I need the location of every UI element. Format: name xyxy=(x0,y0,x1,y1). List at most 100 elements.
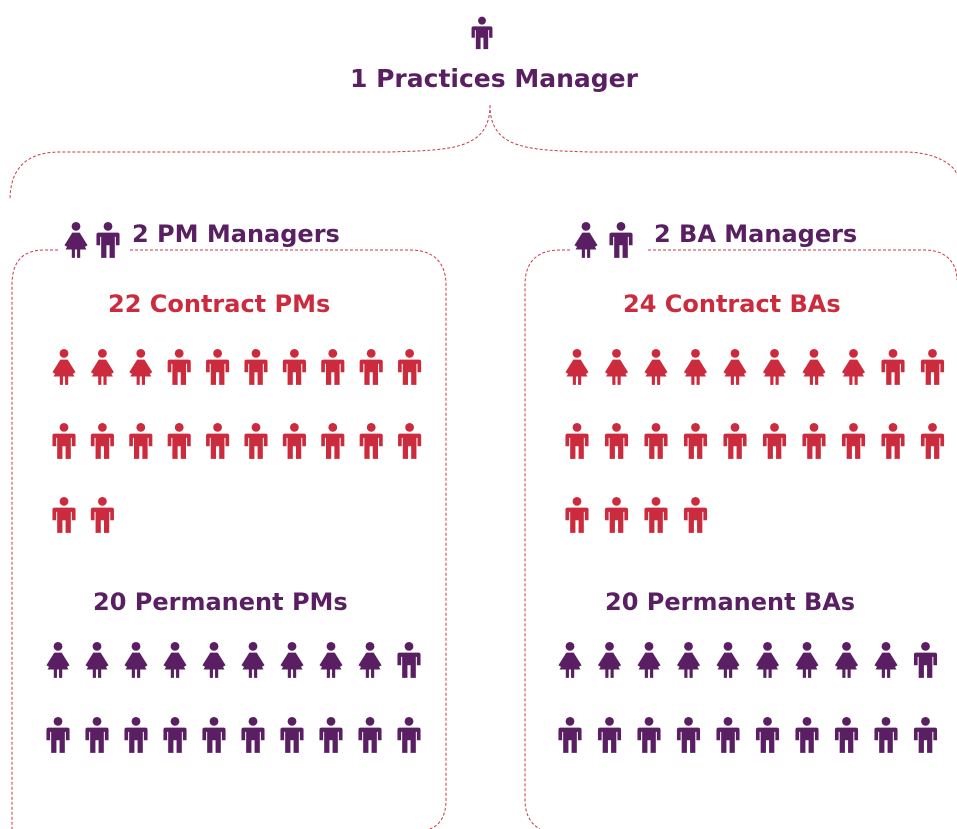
pm-manager-female-person-icon xyxy=(64,221,88,258)
ba-permanent-male-person-icon xyxy=(676,716,701,753)
ba-permanent-female-person-icon xyxy=(558,641,582,678)
ba-contract-female-person-icon xyxy=(565,348,589,385)
ba-permanent-male-person-icon xyxy=(558,716,582,753)
pm-contract-male-person-icon xyxy=(359,348,383,385)
ba-contract-female-person-icon xyxy=(723,348,747,385)
pm-contract-male-person-icon xyxy=(90,422,114,459)
top-manager-label: 1 Practices Manager xyxy=(350,64,638,93)
ba-permanent-label: 20 Permanent BAs xyxy=(605,588,856,616)
ba-permanent-male-person-icon xyxy=(913,641,938,678)
pm-contract-male-person-icon xyxy=(129,422,153,459)
ba-permanent-male-person-icon xyxy=(913,716,938,753)
pm-contract-male-person-icon xyxy=(244,422,268,459)
ba-permanent-female-person-icon xyxy=(795,641,819,678)
pm-contract-male-person-icon xyxy=(359,422,383,459)
ba-permanent-female-person-icon xyxy=(874,641,898,678)
pm-permanent-female-person-icon xyxy=(202,641,226,678)
ba-managers-label: 2 BA Managers xyxy=(654,220,858,248)
pm-contract-male-person-icon xyxy=(167,422,191,459)
ba-permanent-male-person-icon xyxy=(755,716,780,753)
ba-manager-male-person-icon xyxy=(609,221,633,258)
ba-contract-male-person-icon xyxy=(881,348,905,385)
ba-contract-male-person-icon xyxy=(762,422,787,459)
pm-permanent-female-person-icon xyxy=(85,641,109,678)
pm-contract-label: 22 Contract PMs xyxy=(108,290,331,318)
pm-contract-male-person-icon xyxy=(206,422,230,459)
ba-permanent-female-person-icon xyxy=(716,641,740,678)
ba-permanent-male-person-icon xyxy=(874,716,898,753)
ba-contract-male-person-icon xyxy=(723,422,747,459)
pm-permanent-male-person-icon xyxy=(46,716,70,753)
pm-contract-female-person-icon xyxy=(129,348,153,385)
ba-contract-label: 24 Contract BAs xyxy=(623,290,841,318)
ba-permanent-male-person-icon xyxy=(795,716,819,753)
pm-permanent-male-person-icon xyxy=(163,716,187,753)
ba-contract-male-person-icon xyxy=(841,422,866,459)
ba-contract-male-person-icon xyxy=(604,422,629,459)
ba-contract-male-person-icon xyxy=(920,348,945,385)
pm-permanent-male-person-icon xyxy=(280,716,304,753)
pm-contract-male-person-icon xyxy=(244,348,268,385)
pm-permanent-female-person-icon xyxy=(46,641,70,678)
ba-permanent-female-person-icon xyxy=(834,641,859,678)
ba-contract-female-person-icon xyxy=(841,348,866,385)
ba-contract-female-person-icon xyxy=(802,348,826,385)
ba-contract-male-person-icon xyxy=(644,496,668,533)
ba-contract-female-person-icon xyxy=(604,348,629,385)
ba-contract-male-person-icon xyxy=(565,422,589,459)
pm-contract-male-person-icon xyxy=(52,496,76,533)
pm-contract-male-person-icon xyxy=(52,422,76,459)
pm-permanent-male-person-icon xyxy=(397,716,421,753)
pm-contract-male-person-icon xyxy=(282,422,306,459)
ba-contract-male-person-icon xyxy=(802,422,826,459)
ba-permanent-male-person-icon xyxy=(716,716,740,753)
pm-contract-male-person-icon xyxy=(206,348,230,385)
pm-permanent-female-person-icon xyxy=(124,641,148,678)
ba-contract-male-person-icon xyxy=(644,422,668,459)
ba-contract-male-person-icon xyxy=(920,422,945,459)
pm-contract-male-person-icon xyxy=(398,348,422,385)
ba-manager-female-person-icon xyxy=(574,221,598,258)
top-manager-male-person-icon xyxy=(471,16,493,50)
pm-permanent-female-person-icon xyxy=(280,641,304,678)
ba-contract-female-person-icon xyxy=(762,348,787,385)
ba-contract-male-person-icon xyxy=(881,422,905,459)
pm-permanent-male-person-icon xyxy=(241,716,265,753)
pm-contract-male-person-icon xyxy=(90,496,114,533)
ba-permanent-male-person-icon xyxy=(597,716,622,753)
pm-permanent-male-person-icon xyxy=(397,641,421,678)
ba-contract-female-person-icon xyxy=(644,348,668,385)
ba-permanent-male-person-icon xyxy=(834,716,859,753)
pm-permanent-male-person-icon xyxy=(124,716,148,753)
ba-contract-male-person-icon xyxy=(565,496,589,533)
pm-permanent-male-person-icon xyxy=(202,716,226,753)
pm-practice-box xyxy=(11,249,447,829)
pm-permanent-female-person-icon xyxy=(163,641,187,678)
pm-managers-label: 2 PM Managers xyxy=(132,220,340,248)
pm-contract-male-person-icon xyxy=(398,422,422,459)
pm-permanent-female-person-icon xyxy=(319,641,343,678)
pm-permanent-female-person-icon xyxy=(241,641,265,678)
pm-manager-male-person-icon xyxy=(96,221,120,258)
pm-permanent-male-person-icon xyxy=(358,716,382,753)
pm-contract-female-person-icon xyxy=(52,348,76,385)
top-bracket-line xyxy=(9,104,491,201)
pm-contract-male-person-icon xyxy=(321,422,345,459)
pm-permanent-male-person-icon xyxy=(85,716,109,753)
ba-contract-female-person-icon xyxy=(683,348,708,385)
ba-permanent-female-person-icon xyxy=(676,641,701,678)
ba-permanent-female-person-icon xyxy=(755,641,780,678)
pm-contract-female-person-icon xyxy=(90,348,114,385)
pm-permanent-male-person-icon xyxy=(319,716,343,753)
ba-permanent-female-person-icon xyxy=(597,641,622,678)
pm-contract-male-person-icon xyxy=(321,348,345,385)
ba-contract-male-person-icon xyxy=(683,422,708,459)
ba-permanent-female-person-icon xyxy=(637,641,661,678)
pm-permanent-female-person-icon xyxy=(358,641,382,678)
ba-contract-male-person-icon xyxy=(683,496,708,533)
ba-permanent-male-person-icon xyxy=(637,716,661,753)
ba-contract-male-person-icon xyxy=(604,496,629,533)
pm-contract-male-person-icon xyxy=(167,348,191,385)
pm-contract-male-person-icon xyxy=(282,348,306,385)
